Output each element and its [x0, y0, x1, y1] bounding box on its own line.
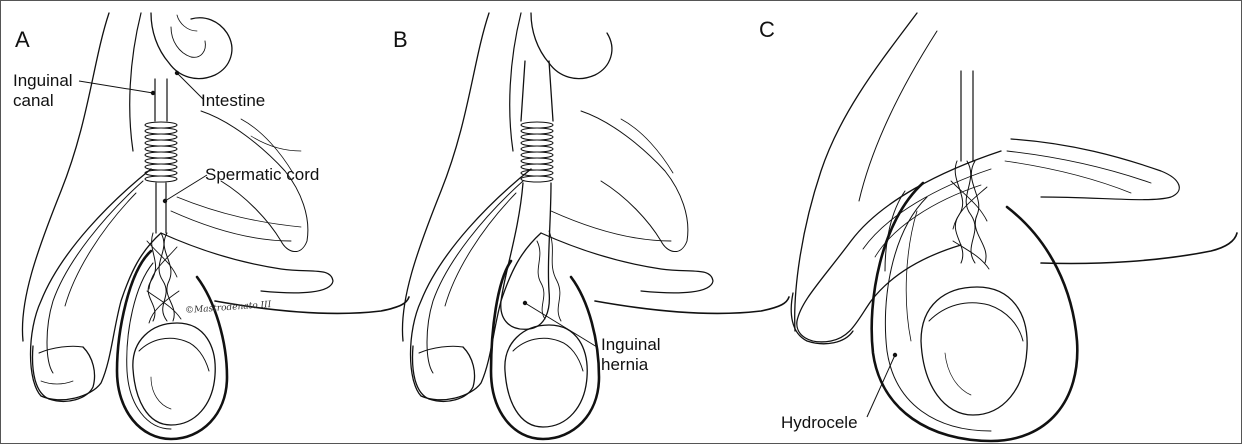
- panel-c-leaders: [867, 355, 895, 417]
- panel-b-leader-dots: [523, 301, 527, 305]
- label-hydrocele: Hydrocele: [781, 413, 858, 433]
- panel-b-leaders: [525, 303, 597, 347]
- panel-a-drawing: [22, 13, 409, 439]
- panel-a-leaders: [79, 73, 207, 201]
- panel-c-leader-dots: [893, 353, 897, 357]
- label-inguinal-canal-line1: Inguinal: [13, 71, 73, 91]
- label-inguinal-hernia-line2: hernia: [601, 355, 648, 375]
- panel-letter-c: C: [759, 19, 775, 41]
- label-inguinal-hernia-line1: Inguinal: [601, 335, 661, 355]
- panel-letter-b: B: [393, 29, 408, 51]
- label-intestine: Intestine: [201, 91, 265, 111]
- panel-letter-a: A: [15, 29, 30, 51]
- label-inguinal-canal-line2: canal: [13, 91, 54, 111]
- label-spermatic-cord: Spermatic cord: [205, 165, 319, 185]
- panel-c-drawing: [791, 13, 1237, 441]
- panel-b-drawing: [402, 13, 789, 439]
